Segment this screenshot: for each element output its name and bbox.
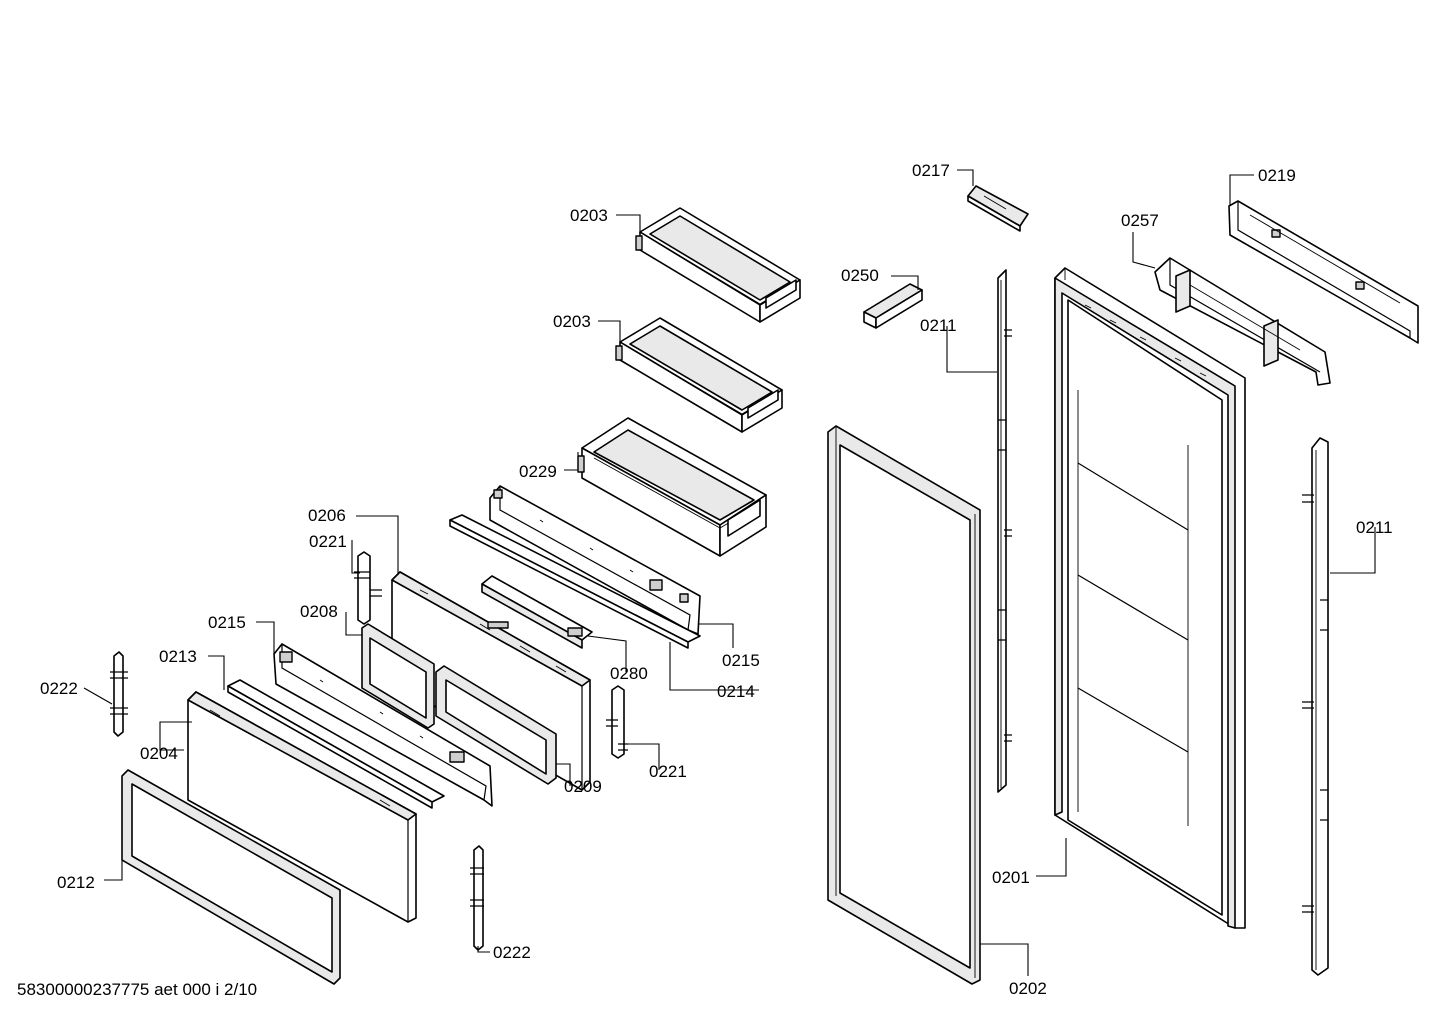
callout-0217: 0217 [912, 161, 950, 180]
callout-0222-bottom: 0222 [493, 943, 531, 962]
top-rail [1228, 200, 1419, 344]
clip-bottom [470, 845, 484, 951]
callout-0221-right: 0221 [649, 762, 687, 781]
door-gasket [827, 425, 981, 985]
callout-0206: 0206 [308, 506, 346, 525]
handle-bracket [1154, 257, 1331, 386]
clip-left [110, 651, 128, 737]
callout-0221-left: 0221 [309, 532, 347, 551]
callout-0215-left: 0215 [208, 613, 246, 632]
door-panel [1054, 267, 1246, 929]
small-frame [361, 623, 435, 729]
callout-0213: 0213 [159, 647, 197, 666]
rail-left [273, 643, 493, 807]
strip-left [227, 679, 445, 809]
callout-0215-right: 0215 [722, 651, 760, 670]
callout-0204: 0204 [140, 744, 178, 763]
slide-bar [481, 575, 593, 649]
rail-right [489, 485, 701, 635]
leader-lines [83, 169, 1376, 976]
callout-0201: 0201 [992, 868, 1030, 887]
callout-0209: 0209 [564, 777, 602, 796]
callout-0229: 0229 [519, 462, 557, 481]
drawer-front-lower [187, 691, 417, 923]
callout-0250: 0250 [841, 266, 879, 285]
side-strip-center [997, 269, 1012, 793]
callout-0203-upper: 0203 [570, 206, 608, 225]
side-strip-right [1302, 437, 1329, 976]
drawer-middle [615, 317, 783, 433]
small-handle-cap [863, 283, 923, 329]
callout-0203-middle: 0203 [553, 312, 591, 331]
document-id: 58300000237775 aet 000 i 2/10 [17, 980, 258, 999]
callout-0214: 0214 [717, 682, 755, 701]
frame-gasket-small [435, 665, 557, 785]
callout-0257: 0257 [1121, 211, 1159, 230]
drawer-lower [577, 417, 767, 557]
strip-right [449, 514, 701, 649]
bracket-right [606, 685, 628, 759]
callout-0208: 0208 [300, 602, 338, 621]
callout-0280: 0280 [610, 664, 648, 683]
callout-0212: 0212 [57, 873, 95, 892]
callout-0219: 0219 [1258, 166, 1296, 185]
callout-0211-center: 0211 [920, 316, 957, 335]
callout-0222-left: 0222 [40, 679, 78, 698]
callout-labels: 0217 0219 0257 0250 0211 0203 0203 0229 … [40, 161, 1393, 998]
hinge-bracket-top [967, 185, 1029, 232]
drawer-upper [635, 207, 801, 323]
callout-0211-right: 0211 [1356, 518, 1393, 537]
callout-0202: 0202 [1009, 979, 1047, 998]
bracket-left [354, 551, 382, 625]
